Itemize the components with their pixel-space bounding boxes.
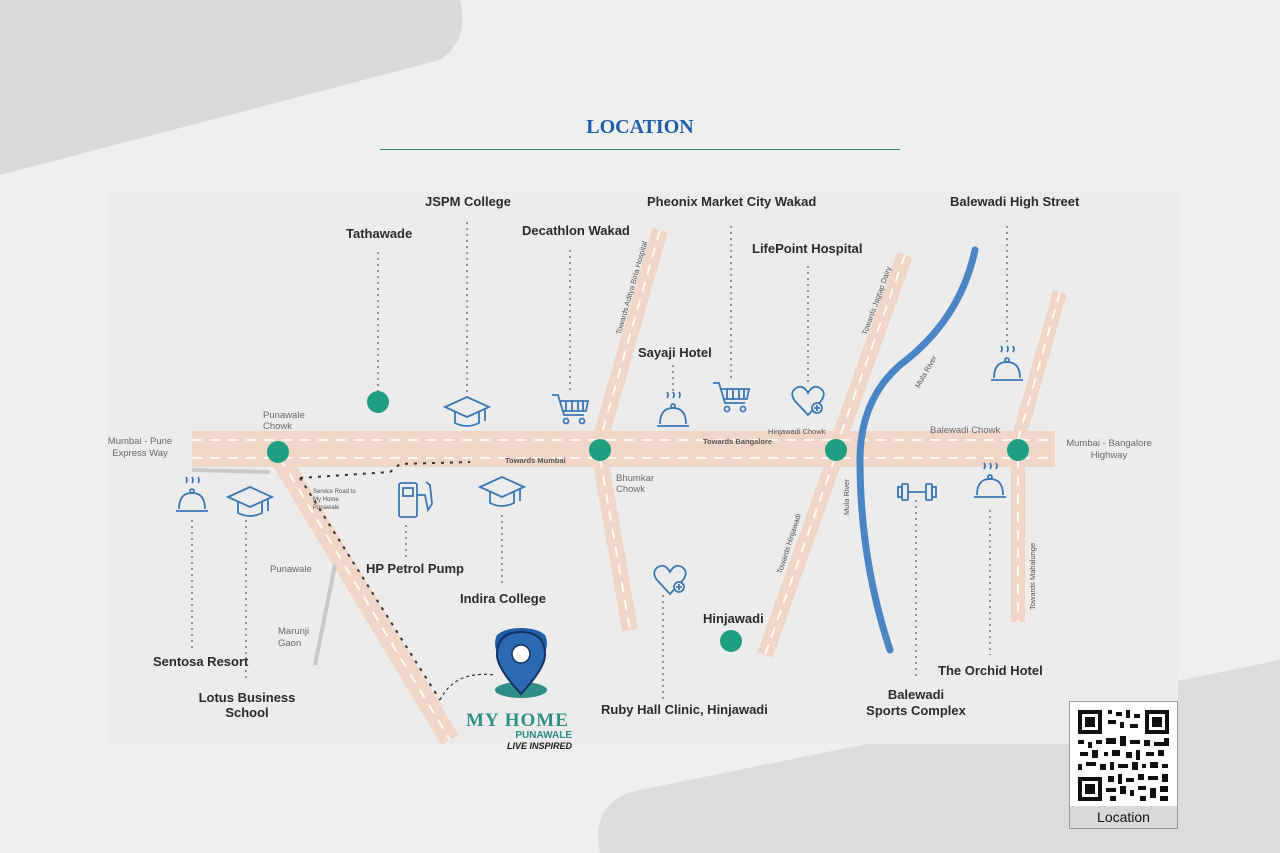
page-title: LOCATION [586, 116, 694, 138]
shopping-cart-icon [552, 393, 590, 425]
label-lifepoint-hospital: LifePoint Hospital [752, 241, 863, 256]
brand-tagline: LIVE INSPIRED [506, 741, 572, 751]
label-balewadi-high-street: Balewadi High Street [950, 194, 1080, 209]
qr-location-label: Location [1070, 806, 1177, 828]
map-pin-icon [495, 627, 547, 697]
label-mumbai-pune-expressway: Mumbai - Pune Express Way [107, 436, 173, 459]
label-bhumkar-chowk: Bhumkar Chowk [616, 473, 655, 495]
label-lotus-business-school: Lotus Business School [198, 690, 296, 720]
label-jspm-college: JSPM College [425, 194, 511, 209]
restaurant-cloche-icon [656, 392, 690, 426]
brand-logo: MY HOME PUNAWALE LIVE INSPIRED [462, 710, 572, 751]
label-towards-mahalunge: Towards Mahalunge [1028, 542, 1037, 610]
label-decathlon-wakad: Decathlon Wakad [522, 223, 630, 238]
label-ruby-hall-clinic: Ruby Hall Clinic, Hinjawadi [601, 702, 768, 717]
label-indira-college: Indira College [460, 591, 546, 606]
label-orchid-hotel: The Orchid Hotel [938, 663, 1043, 678]
label-sayaji-hotel: Sayaji Hotel [638, 345, 712, 360]
label-balewadi-chowk: Balewadi Chowk [930, 425, 1001, 436]
brand-name: MY HOME [466, 710, 569, 731]
label-balewadi-sports-complex: Balewadi Sports Complex [866, 687, 966, 718]
title-underline [380, 149, 900, 150]
fuel-pump-icon [397, 480, 433, 518]
label-pheonix-market-city: Pheonix Market City Wakad [647, 194, 817, 209]
label-mumbai-bangalore-highway: Mumbai - Bangalore Highway [1066, 438, 1152, 461]
brand-place: PUNAWALE [515, 730, 572, 741]
label-mula-river-bottom: Mula River [842, 479, 851, 515]
label-service-road: Service Road to My Home Punawale [313, 489, 356, 511]
label-hinjawadi-chowk: Hinjawadi Chowk [768, 427, 826, 436]
label-tathawade: Tathawade [346, 226, 413, 241]
graduation-cap-icon [445, 398, 489, 428]
qr-code-icon [1076, 708, 1171, 803]
label-towards-mumbai: Towards Mumbai [505, 456, 566, 465]
heart-hospital-icon [790, 386, 826, 416]
label-hinjawadi: Hinjawadi [703, 611, 764, 626]
label-punawale-chowk: Punawale Chowk [263, 410, 305, 432]
label-sentosa-resort: Sentosa Resort [153, 654, 249, 669]
label-hp-petrol-pump: HP Petrol Pump [366, 561, 465, 576]
label-marunji-gaon: Marunji Gaon [278, 626, 310, 649]
label-punawale: Punawale [270, 564, 312, 575]
label-towards-bangalore: Towards Bangalore [703, 437, 773, 446]
junction-nodes [267, 391, 1029, 652]
qr-code-card[interactable]: Location [1069, 701, 1178, 829]
dumbbell-icon [897, 482, 937, 502]
